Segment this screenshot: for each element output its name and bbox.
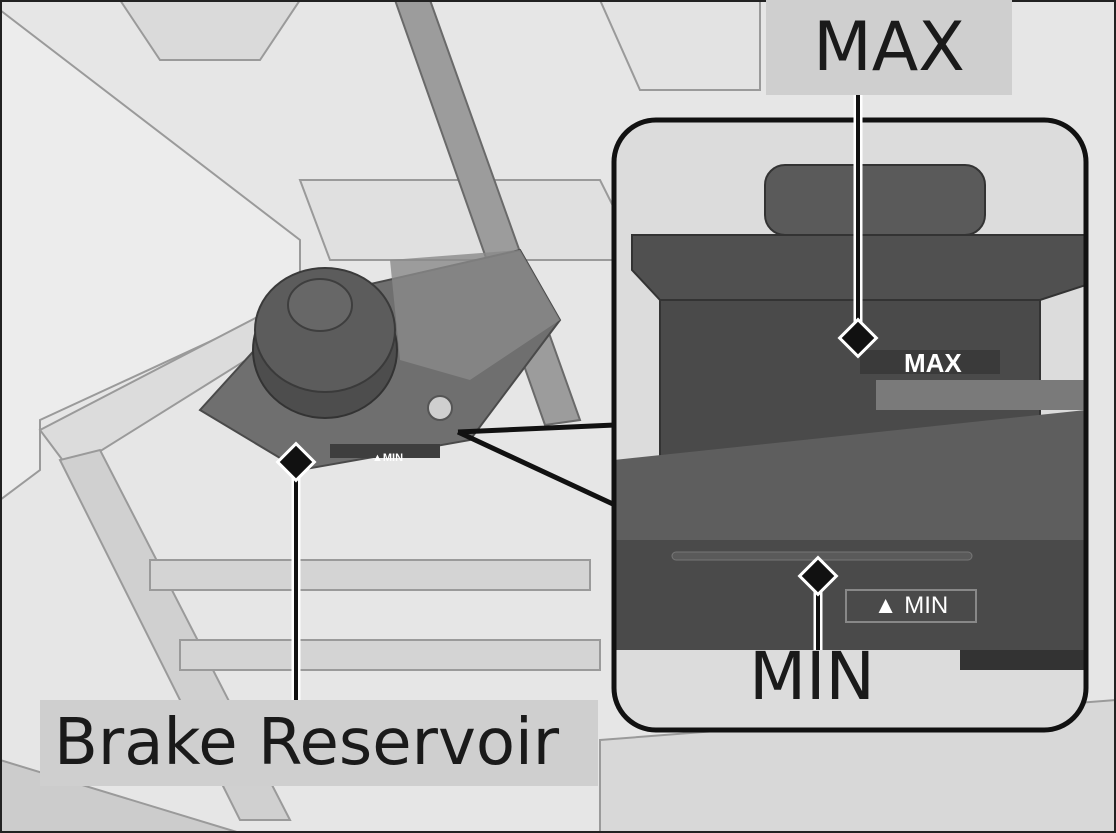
min-marking: ▲ MIN — [845, 589, 977, 623]
brake-reservoir-label: Brake Reservoir — [40, 700, 598, 786]
min-callout-label: MIN — [749, 638, 875, 715]
reservoir-pointer — [275, 441, 317, 483]
max-callout-label: MAX — [766, 0, 1012, 95]
min-pointer — [797, 555, 839, 597]
brake-reservoir-drawing — [198, 248, 562, 472]
max-pointer — [837, 317, 879, 359]
min-marking-small: ▲MIN — [372, 452, 404, 464]
max-marking: MAX — [904, 348, 962, 378]
